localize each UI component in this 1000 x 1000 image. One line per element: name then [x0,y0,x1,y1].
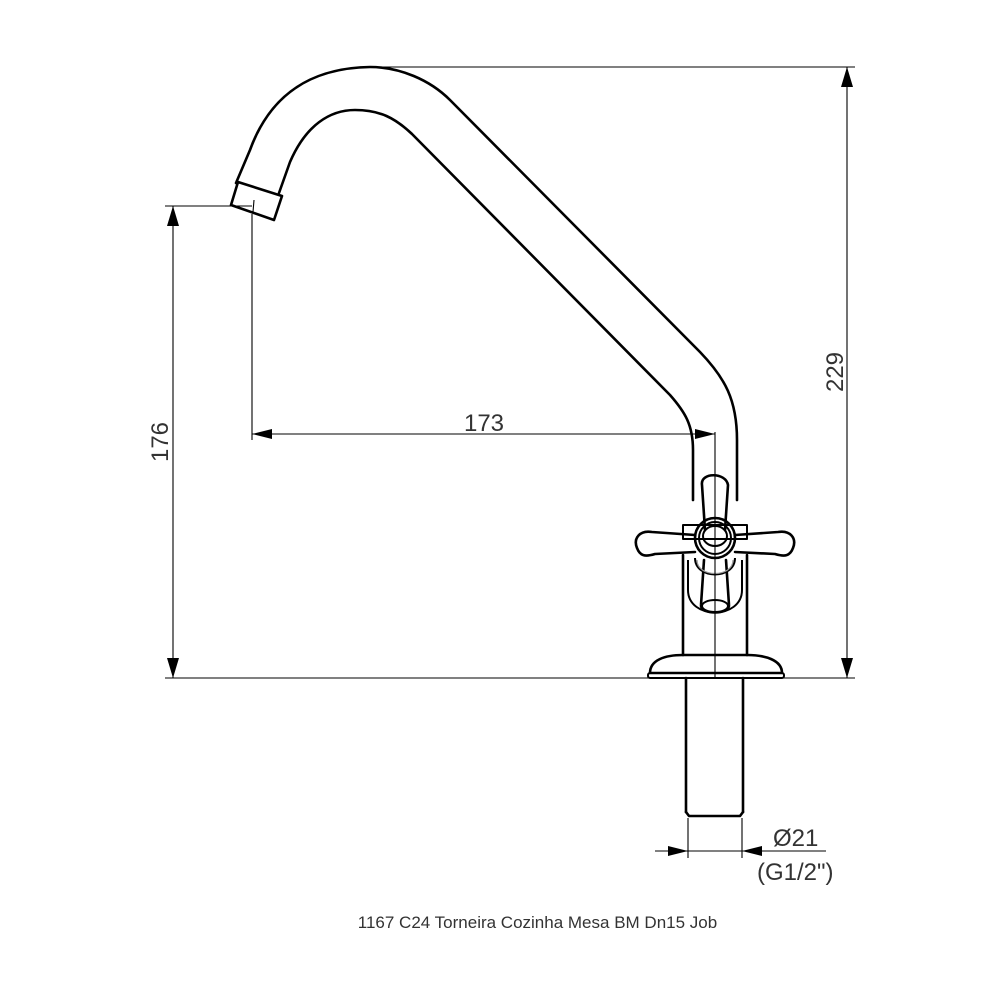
dimension-diameter-label: Ø21 [773,825,818,852]
supply-shank [684,676,745,818]
base-escutcheon [647,653,785,679]
drawing-caption: 1167 C24 Torneira Cozinha Mesa BM Dn15 J… [357,913,718,932]
dimension-spout-reach-label: 173 [464,410,504,437]
dimension-connection-diameter: Ø21 (G1/2") [655,818,834,886]
dimension-spout-height: 176 [147,205,650,679]
spout [229,65,739,502]
dimension-spout-reach: 173 [251,214,715,440]
dimension-total-height: 229 [370,66,855,679]
dimension-spout-height-label: 176 [147,422,174,462]
dimension-thread-label: (G1/2") [757,859,834,886]
dimension-total-height-label: 229 [822,352,849,392]
